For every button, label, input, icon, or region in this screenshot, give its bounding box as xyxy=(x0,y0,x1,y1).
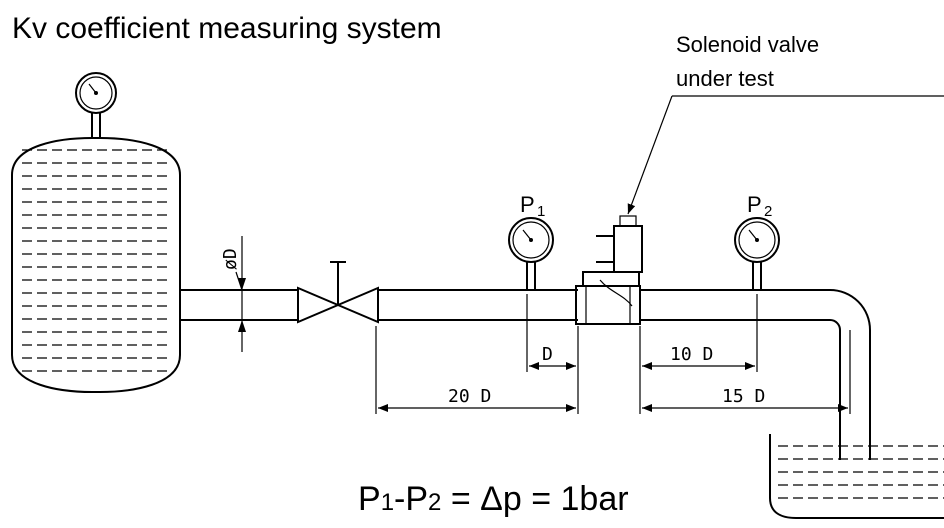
dim-15d-label: 15 D xyxy=(722,386,765,407)
diagram-title: Kv coefficient measuring system xyxy=(12,12,442,45)
diameter-label: øD xyxy=(220,248,241,270)
formula-minus-p2: -P xyxy=(394,480,428,518)
p2-pressure-gauge: P 2 xyxy=(734,192,780,290)
formula-sub2: 2 xyxy=(428,489,441,516)
pressure-formula: P1-P2 = Δp = 1bar xyxy=(358,480,629,518)
solenoid-callout: Solenoid valve under test xyxy=(627,32,944,215)
formula-rest: = Δp = 1bar xyxy=(441,480,628,518)
p1-label: P xyxy=(520,192,535,217)
p2-label: P xyxy=(747,192,762,217)
p1-subscript: 1 xyxy=(537,203,545,220)
dim-20d-label: 20 D xyxy=(448,386,491,407)
dimension-lines: D 10 D 20 D 15 D xyxy=(375,294,851,414)
shutoff-valve xyxy=(297,261,379,324)
formula-sub1: 1 xyxy=(381,489,394,516)
dim-d-label: D xyxy=(542,344,553,365)
solenoid-valve xyxy=(575,215,643,325)
callout-line1: Solenoid valve xyxy=(676,32,819,57)
callout-line2: under test xyxy=(676,66,774,91)
dim-10d-label: 10 D xyxy=(670,344,713,365)
pipe xyxy=(180,289,871,460)
pressure-tank xyxy=(11,137,181,393)
formula-p1: P xyxy=(358,480,381,518)
p1-pressure-gauge: P 1 xyxy=(508,192,554,290)
tank-pressure-gauge xyxy=(75,72,117,138)
collection-vessel xyxy=(769,434,944,519)
p2-subscript: 2 xyxy=(764,203,772,220)
pipe-diameter-dimension: øD xyxy=(220,236,246,352)
